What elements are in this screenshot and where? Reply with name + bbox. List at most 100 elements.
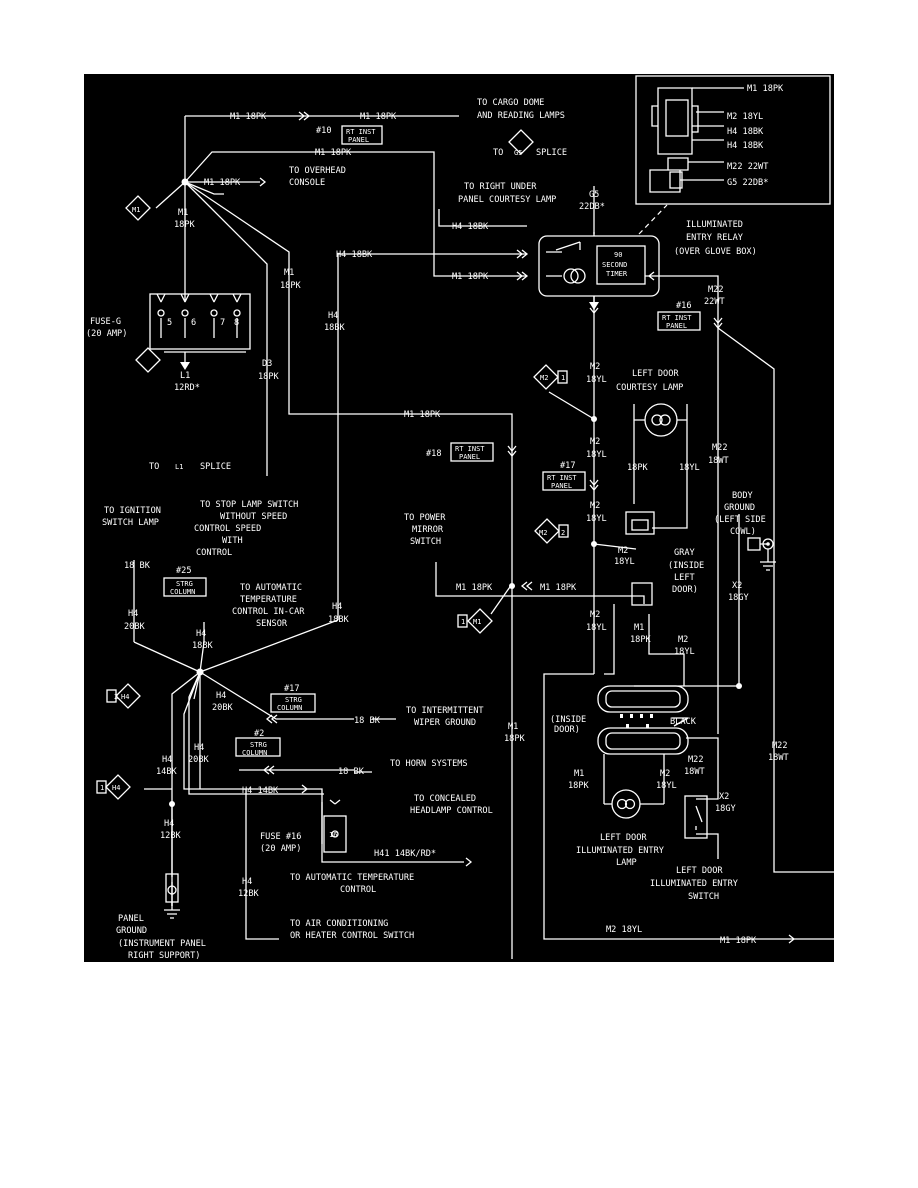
lbl-h4-20bk-2a: H4	[216, 691, 226, 701]
lbl-f7: 7	[220, 318, 225, 328]
lbl-pk-18: 18PK	[627, 463, 649, 473]
lbl-left-illum-1: LEFT DOOR	[600, 833, 647, 843]
lbl-m2-2b: 18YL	[586, 450, 607, 460]
splice-h4-14bk	[169, 801, 175, 807]
lbl-fuse-g-1: FUSE-G	[90, 317, 121, 327]
lbl-m1-mid: M1 18PK	[315, 148, 352, 158]
lbl-m22-18wt-3a: M22	[772, 741, 788, 751]
lbl-rt-inst-17: RT INST	[547, 474, 577, 482]
lbl-h4-badge2-n: 2	[114, 693, 118, 701]
lbl-to-right-1: TO RIGHT UNDER	[464, 182, 537, 192]
lbl-strg-25: #25	[176, 566, 192, 576]
lbl-m2-5b: 18YL	[586, 623, 607, 633]
splice-h4	[196, 668, 204, 676]
lbl-m2-1b: 18YL	[586, 375, 607, 385]
lbl-to-headlamp-1: TO CONCEALED	[414, 794, 476, 804]
lbl-m2-4b: 18YL	[614, 557, 635, 567]
lbl-h4-18bk-a: H4 18BK	[452, 222, 489, 232]
lbl-to-pm-2: MIRROR	[412, 525, 444, 535]
splice-m2-lower	[591, 541, 597, 547]
fuse-block-g	[149, 293, 251, 370]
lbl-m1-b: 18PK	[174, 220, 196, 230]
lbl-m1-18pk-pm: M1 18PK	[456, 583, 493, 593]
lbl-h4-14bk-b: 14BK	[156, 767, 178, 777]
lbl-h4-badge2: H4	[121, 693, 129, 701]
illuminated-entry-relay	[538, 232, 660, 310]
lbl-left-sw-2: ILLUMINATED ENTRY	[650, 879, 739, 889]
lbl-to-ign-2: SWITCH LAMP	[102, 518, 159, 528]
lbl-left-illum-3: LAMP	[616, 858, 637, 868]
door-connectors	[597, 685, 689, 755]
relay-link-dashed	[638, 204, 668, 235]
splice-m1	[181, 178, 189, 186]
wiring-diagram: M1 18PK M1 18PK TO CARGO DOME AND READIN…	[84, 74, 834, 962]
lbl-panel-17: PANEL	[551, 482, 572, 490]
lbl-left-sw-3: SWITCH	[688, 892, 719, 902]
lbl-panel-gnd-1: PANEL	[118, 914, 144, 924]
lbl-stop-2: WITHOUT SPEED	[220, 512, 287, 522]
connector-detail	[635, 75, 831, 205]
lbl-to-cargo-2: AND READING LAMPS	[477, 111, 565, 121]
lbl-illum-2: ENTRY RELAY	[686, 233, 744, 243]
lbl-m22-a: M22	[708, 285, 724, 295]
lbl-to-atc-2: CONTROL	[340, 885, 376, 895]
wiring-svg: M1 18PK M1 18PK TO CARGO DOME AND READIN…	[86, 75, 834, 961]
lbl-panel-gnd-4: RIGHT SUPPORT)	[128, 951, 200, 961]
lbl-to-headlamp-2: HEADLAMP CONTROL	[410, 806, 493, 816]
lbl-h4-18bk-d-b: 18BK	[328, 615, 350, 625]
lbl-m22-18wt-3b: 18WT	[768, 753, 789, 763]
lbl-strg-17: #17	[284, 684, 300, 694]
lbl-to-pm-1: TO POWER	[404, 513, 446, 523]
lbl-m1-top: M1 18PK	[230, 112, 267, 122]
lbl-body-gnd-1: BODY	[732, 491, 754, 501]
lbl-gray-4: DOOR)	[672, 585, 698, 595]
lbl-m22-18wt-2b: 18WT	[684, 767, 705, 777]
lbl-column-17: COLUMN	[277, 704, 302, 712]
lbl-to-right-2: PANEL COURTESY LAMP	[458, 195, 556, 205]
lbl-gray-2: (INSIDE	[668, 561, 704, 571]
lbl-to-auto-1: TO AUTOMATIC	[240, 583, 302, 593]
lbl-m2-badge2: M2	[539, 529, 547, 537]
lbl-stop-1: TO STOP LAMP SWITCH	[200, 500, 298, 510]
lbl-m2-2a: M2	[590, 437, 600, 447]
lbl-m22-18wt-2a: M22	[688, 755, 704, 765]
lbl-m2-3a: M2	[590, 501, 600, 511]
lbl-left-courtesy-1: LEFT DOOR	[632, 369, 679, 379]
splice-m2	[591, 416, 597, 422]
lbl-sec-tim: TIMER	[606, 270, 628, 278]
lbl-left-illum-2: ILLUMINATED ENTRY	[576, 846, 665, 856]
lbl-panel-gnd-2: GROUND	[116, 926, 147, 936]
lbl-splice-g5: SPLICE	[536, 148, 567, 158]
lbl-sec-sec: SECOND	[602, 261, 627, 269]
lbl-h4-12bk-b: 12BK	[160, 831, 182, 841]
lbl-strg-25-a: STRG	[176, 580, 193, 588]
lbl-g5-badge: G5	[514, 149, 522, 157]
lbl-m2-badge2-n: 2	[561, 529, 565, 537]
lbl-h4-14bk-a: H4	[162, 755, 172, 765]
splices	[169, 178, 742, 807]
lbl-d3-b: 18PK	[258, 372, 280, 382]
lbl-m2-badge1-n: 1	[561, 374, 565, 382]
lbl-fuse16-1: FUSE #16	[260, 832, 301, 842]
panel-ground-symbol	[164, 873, 180, 919]
lbl-m22-18wt-b: 18WT	[708, 456, 729, 466]
body-ground-symbol	[747, 537, 776, 571]
panel-boxes	[163, 125, 701, 757]
lbl-to-g5: TO	[493, 148, 503, 158]
lbl-gray-3: LEFT	[674, 573, 695, 583]
lbl-rt-10: #10	[316, 126, 332, 136]
lbl-h4-badge1: H4	[112, 784, 120, 792]
lbl-h4-20bk-2b: 20BK	[212, 703, 234, 713]
lbl-m1-badge: M1	[132, 206, 140, 214]
lbl-to-overhead-2: CONSOLE	[289, 178, 325, 188]
lbl-h4-14bk-h: H4 14BK	[242, 786, 279, 796]
lbl-illum-3: (OVER GLOVE BOX)	[674, 247, 757, 257]
lbl-m2-18yl-bot: M2 18YL	[606, 925, 642, 935]
lbl-left-sw-1: LEFT DOOR	[676, 866, 723, 876]
fuse-16	[323, 799, 347, 853]
lbl-to-ac-1: TO AIR CONDITIONING	[290, 919, 388, 929]
lbl-fuse-g-2: (20 AMP)	[86, 329, 127, 339]
lbl-f16: 16	[329, 831, 337, 839]
lbl-m2-3b: 18YL	[586, 514, 607, 524]
lbl-m2-7a: M2	[660, 769, 670, 779]
